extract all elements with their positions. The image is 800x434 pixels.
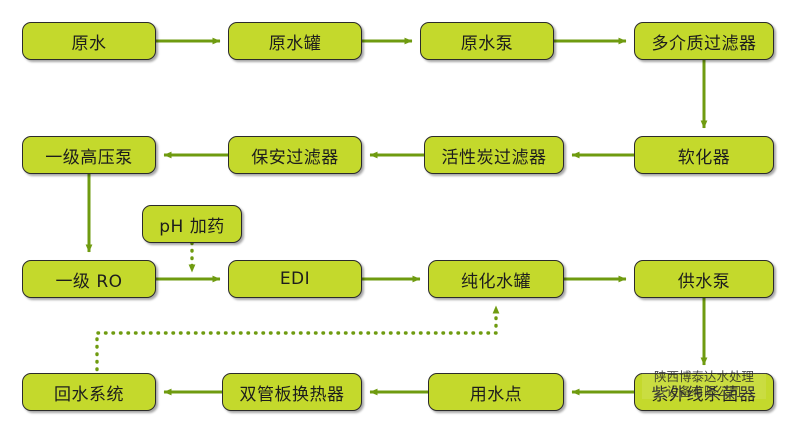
- node-duojiezhi-guolvqi[interactable]: 多介质过滤器: [634, 22, 774, 60]
- node-label: EDI: [279, 269, 311, 289]
- node-chunhuashuiguan[interactable]: 纯化水罐: [428, 260, 564, 298]
- node-label: 一级高压泵: [45, 147, 133, 168]
- edge-huishui-to-chunhuashuiguan-dotted: [95, 304, 500, 394]
- node-yongshuidian[interactable]: 用水点: [428, 373, 564, 411]
- node-label: 用水点: [469, 384, 523, 405]
- node-label: 供水泵: [677, 271, 731, 292]
- node-ziwaixian-shajunqi[interactable]: 紫外线杀菌器: [634, 373, 774, 411]
- node-baoan-guolvqi[interactable]: 保安过滤器: [228, 136, 362, 174]
- node-edi[interactable]: EDI: [228, 260, 362, 298]
- node-ph-dosing[interactable]: pH 加药: [142, 205, 242, 243]
- node-huishui-xitong[interactable]: 回水系统: [22, 373, 156, 411]
- node-yuanshui[interactable]: 原水: [22, 22, 156, 60]
- node-yuanshuibeng[interactable]: 原水泵: [420, 22, 554, 60]
- node-yiji-ro[interactable]: 一级 RO: [22, 260, 156, 298]
- node-label: 活性炭过滤器: [441, 147, 547, 168]
- node-label: 原水罐: [268, 33, 322, 54]
- node-yuanshuiguan[interactable]: 原水罐: [228, 22, 362, 60]
- node-label: 双管板换热器: [239, 384, 345, 405]
- node-label: 一级 RO: [55, 271, 123, 292]
- node-label: pH 加药: [159, 216, 225, 237]
- node-ruanhuaqi[interactable]: 软化器: [634, 136, 774, 174]
- node-label: 回水系统: [54, 384, 124, 405]
- node-label: 多介质过滤器: [651, 33, 757, 54]
- node-label: 纯化水罐: [461, 271, 531, 292]
- node-yiji-gaoyabeng[interactable]: 一级高压泵: [22, 136, 156, 174]
- node-label: 软化器: [677, 147, 731, 168]
- node-label: 原水泵: [460, 33, 514, 54]
- node-label: 保安过滤器: [251, 147, 339, 168]
- node-label: 紫外线杀菌器: [651, 384, 757, 405]
- node-shuangguanban-huanreqi[interactable]: 双管板换热器: [222, 373, 362, 411]
- node-huoxingtan-guolvqi[interactable]: 活性炭过滤器: [424, 136, 564, 174]
- node-gongshuibeng[interactable]: 供水泵: [634, 260, 774, 298]
- node-label: 原水: [71, 33, 107, 54]
